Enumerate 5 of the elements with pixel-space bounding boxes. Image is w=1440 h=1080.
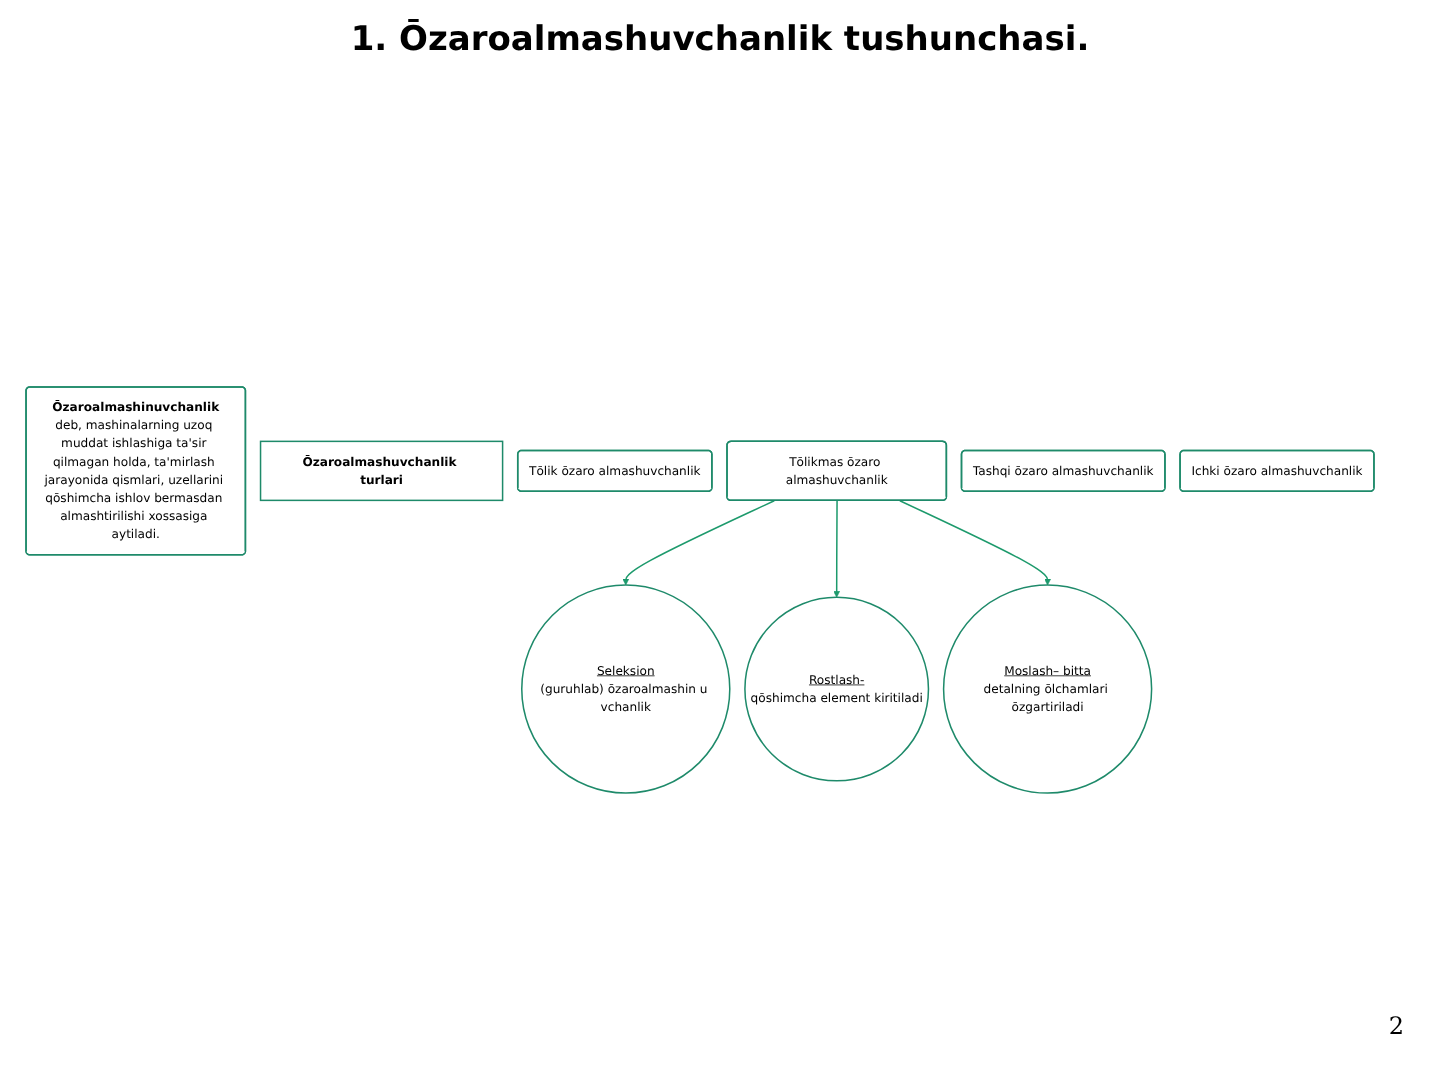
title: 1. Ōzaroalmashuvchanlik tushunchasi.: [348, 20, 1092, 60]
arrow: [833, 500, 840, 598]
arrow: [899, 500, 1051, 586]
page-number: 2: [1388, 1012, 1404, 1040]
arrow: [622, 500, 776, 586]
